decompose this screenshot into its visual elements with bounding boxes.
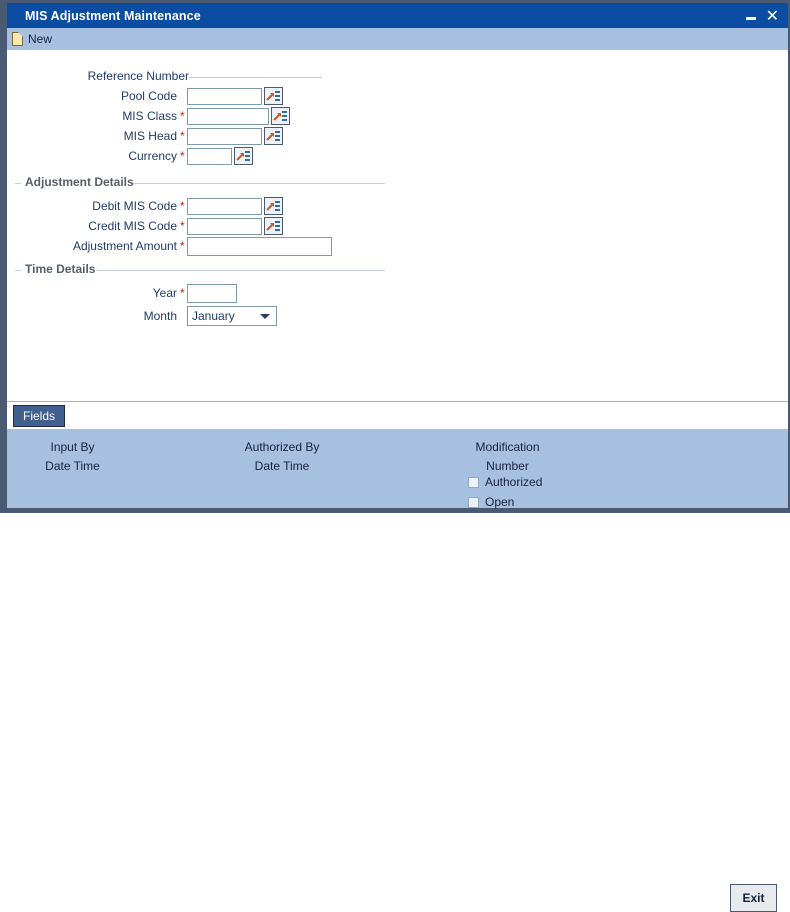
pool-code-lookup-list-icon[interactable] [264,87,283,105]
month-label: Month [143,309,177,323]
adjustment-details-legend: Adjustment Details [21,175,138,189]
adjustment-amount-required-marker: * [180,239,185,253]
window-title: MIS Adjustment Maintenance [25,8,201,23]
reference-number-label: Reference Number [87,69,189,83]
mis-class-input[interactable] [186,107,269,125]
year-input[interactable] [186,283,237,303]
mis-head-input[interactable] [186,127,262,145]
time-details-divider [97,270,385,271]
currency-label: Currency [128,149,177,163]
time-details-legend: Time Details [21,262,100,276]
authorized-by-datetime: Date Time [254,459,310,473]
adjustment-details-dash [15,183,21,184]
adjustment-amount-label: Adjustment Amount [72,239,177,253]
authorized-checkbox-row[interactable]: Authorized [468,475,542,489]
input-by-datetime: Date Time [45,459,100,473]
authorized-by-block: Authorized By Date Time [232,438,332,476]
debit-mis-code-input[interactable] [186,197,262,215]
time-details-dash [15,270,21,271]
time-details-group: Time Details Year * Month January [7,262,397,332]
new-document-icon [12,32,23,46]
open-checkbox[interactable] [468,496,479,508]
form-area: Reference Number Pool Code MIS Class * [7,50,788,401]
authorized-checkbox[interactable] [468,476,479,488]
minimize-icon[interactable] [745,10,757,22]
authorized-by-label: Authorized By [244,440,320,454]
window-controls: ✕ [745,5,788,25]
pool-code-label: Pool Code [120,89,177,103]
toolbar: New [7,28,788,51]
modification-label: Modification [475,440,540,454]
input-by-block: Input By Date Time [25,438,120,476]
new-button-label: New [28,32,53,46]
credit-mis-code-required-marker: * [180,219,185,233]
modification-number-block: Modification Number [460,438,555,476]
debit-mis-code-required-marker: * [180,199,185,213]
credit-mis-code-label: Credit MIS Code [88,219,177,233]
exit-button[interactable]: Exit [730,884,777,912]
input-by-label: Input By [50,440,95,454]
currency-input[interactable] [186,147,232,165]
title-bar: MIS Adjustment Maintenance ✕ [7,3,788,28]
fields-button[interactable]: Fields [13,405,66,427]
mis-head-lookup-list-icon[interactable] [263,127,283,145]
credit-mis-code-input[interactable] [186,217,262,235]
mis-class-required-marker: * [180,109,185,123]
footer: Input By Date Time Authorized By Date Ti… [7,429,788,912]
credit-mis-code-lookup-list-icon[interactable] [263,217,283,235]
new-button[interactable]: New [7,32,52,46]
month-select-value: January [192,309,235,323]
open-checkbox-row[interactable]: Open [468,495,514,509]
currency-lookup-list-icon[interactable] [233,147,253,165]
adjustment-details-divider [133,183,385,184]
fields-bar: Fields [7,401,788,430]
mis-class-label: MIS Class [122,109,177,123]
close-icon[interactable]: ✕ [765,5,779,25]
adjustment-amount-input[interactable] [186,236,332,256]
chevron-down-icon [260,314,270,319]
currency-required-marker: * [180,149,185,163]
mis-head-label: MIS Head [123,129,177,143]
modification-number-value: Number [486,459,529,473]
open-checkbox-label: Open [485,495,515,509]
pool-code-input[interactable] [187,87,262,105]
mis-head-required-marker: * [180,129,185,143]
month-select[interactable]: January [187,306,277,326]
year-label: Year [152,286,177,300]
authorized-checkbox-label: Authorized [485,475,543,489]
debit-mis-code-lookup-list-icon[interactable] [263,197,283,215]
debit-mis-code-label: Debit MIS Code [92,199,177,213]
adjustment-details-group: Adjustment Details Debit MIS Code * [7,175,397,265]
mis-class-lookup-list-icon[interactable] [270,107,290,125]
top-group-divider [189,77,322,78]
year-required-marker: * [180,286,185,300]
